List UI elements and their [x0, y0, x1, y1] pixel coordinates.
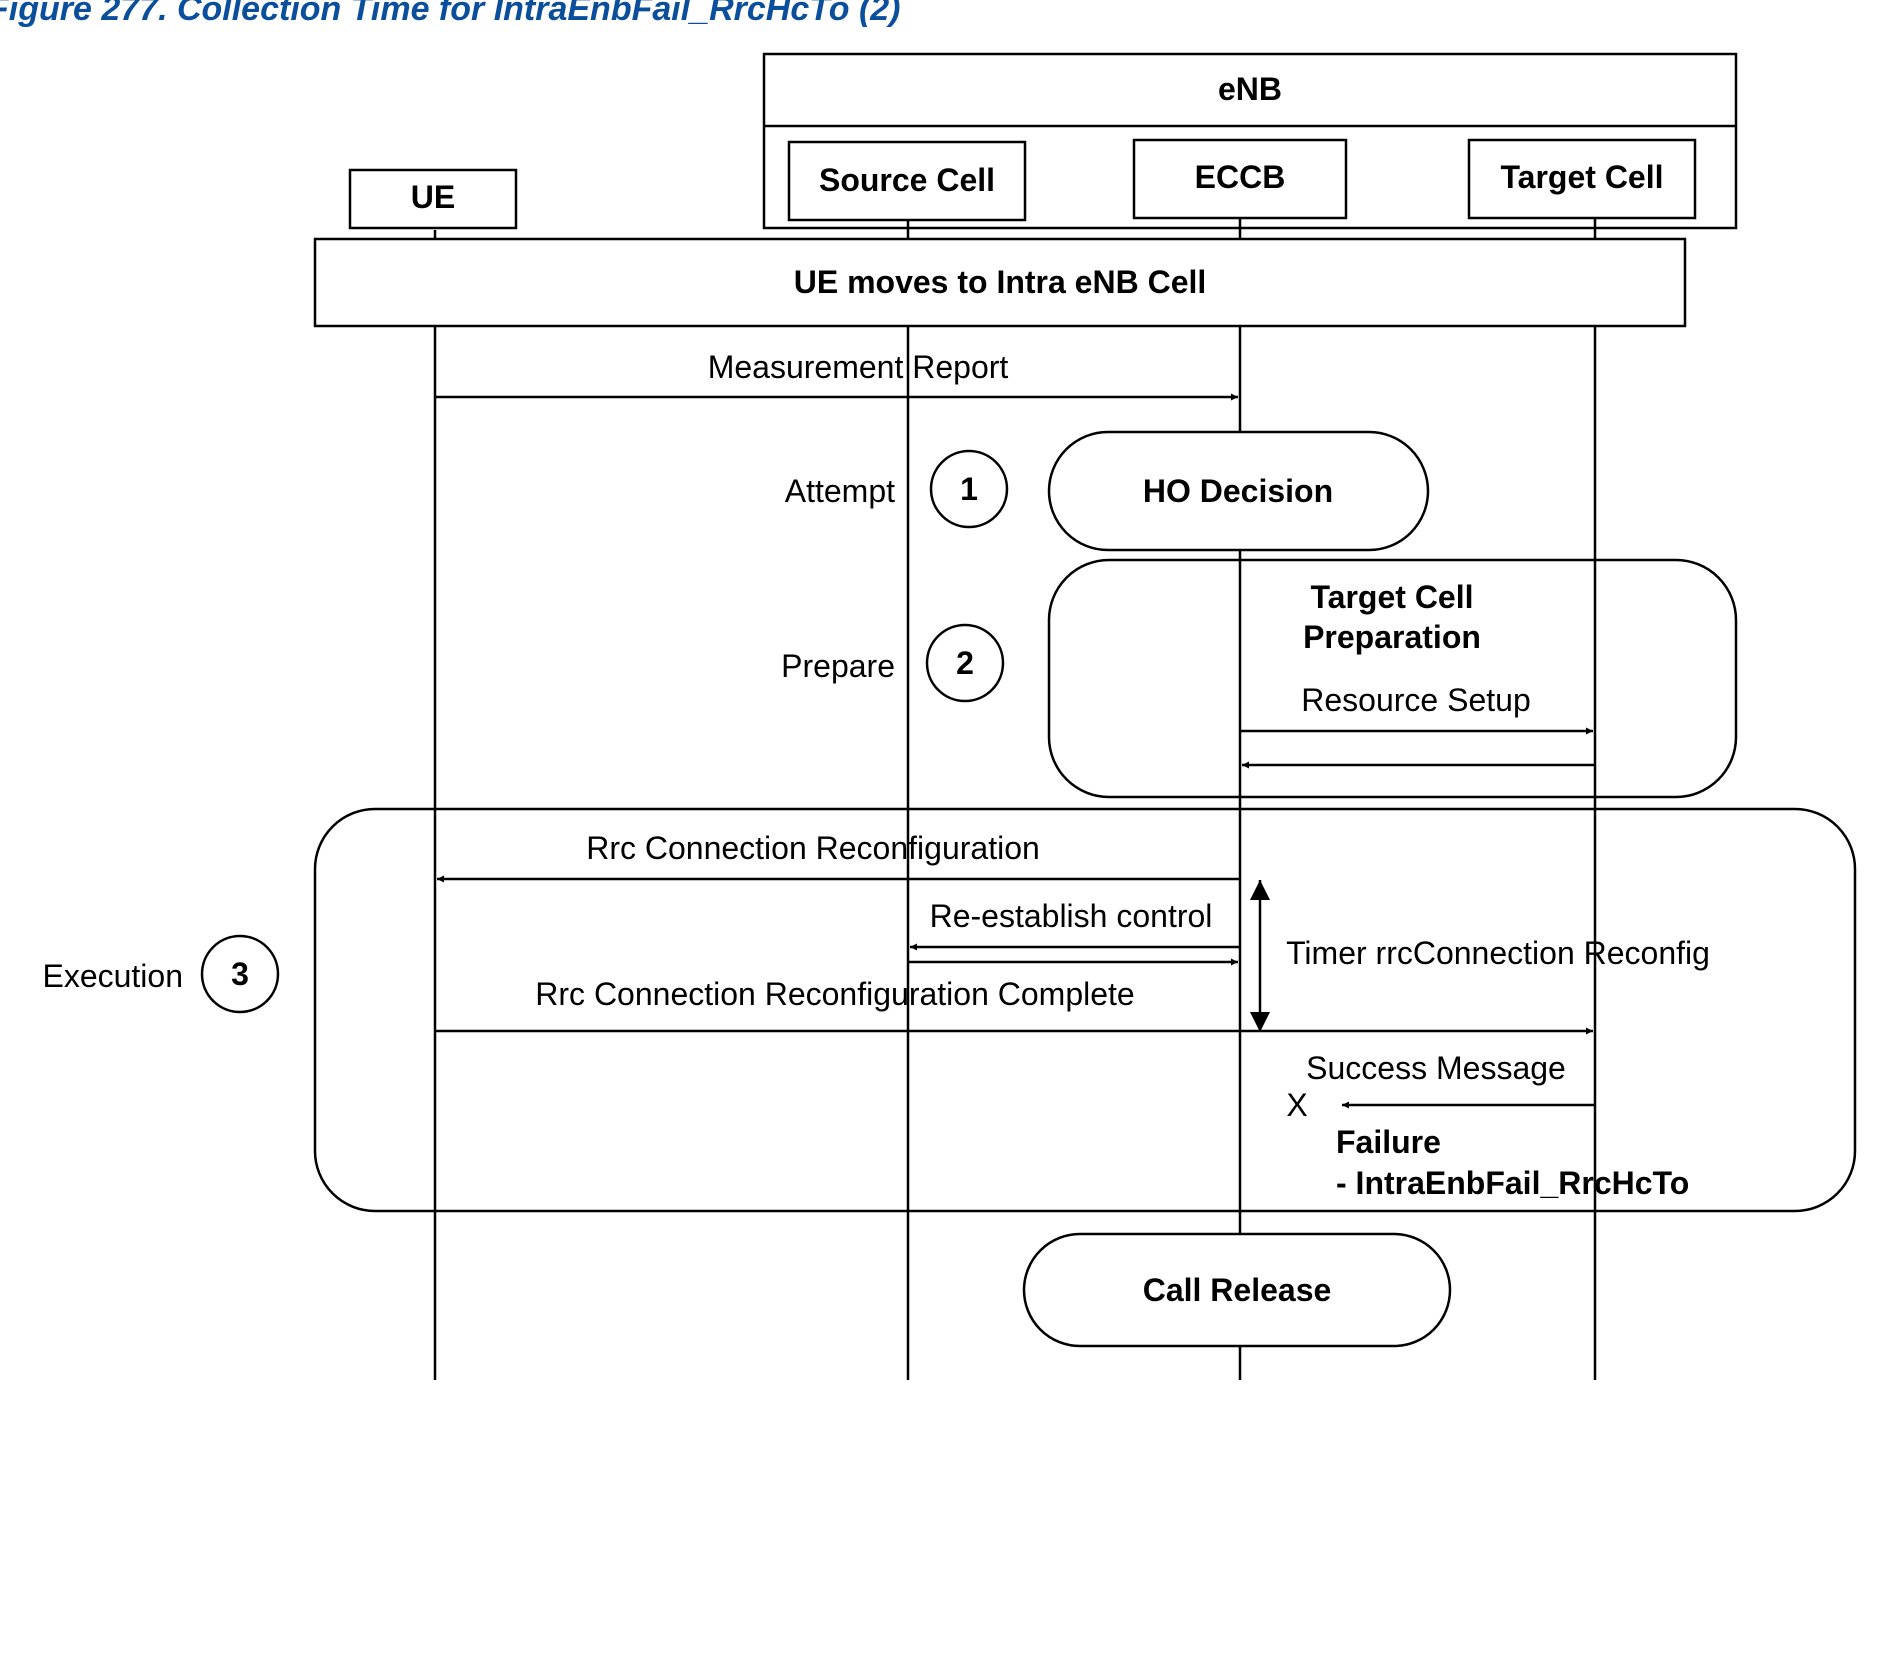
source-cell-box: [787, 140, 1027, 222]
rrc-reconfig-complete-label: Rrc Connection Reconfiguration Complete: [535, 976, 1134, 1012]
rrc-reconfig-label: Rrc Connection Reconfiguration: [586, 830, 1040, 866]
step-2-number: 2: [956, 645, 974, 681]
resource-setup-label: Resource Setup: [1301, 682, 1530, 718]
failure-label-1: Failure: [1336, 1124, 1441, 1160]
execution-label: Execution: [42, 958, 183, 994]
call-release-box: [1022, 1232, 1452, 1348]
measurement-report-label: Measurement Report: [708, 349, 1009, 385]
attempt-label: Attempt: [785, 473, 895, 509]
target-cell-preparation-box: [1047, 558, 1738, 799]
timer-label: Timer rrcConnection Reconfig: [1286, 935, 1710, 971]
failure-label-2: - IntraEnbFail_RrcHcTo: [1336, 1165, 1689, 1201]
enb-label: eNB: [1218, 71, 1282, 107]
target-cell-label: Target Cell: [1501, 159, 1664, 195]
target-cell-box: [1467, 138, 1697, 220]
step-2-circle: [925, 623, 1005, 703]
figure-title: Figure 277. Collection Time for IntraEnb…: [0, 0, 901, 28]
source-cell-label: Source Cell: [819, 162, 995, 198]
ue-moves-label: UE moves to Intra eNB Cell: [794, 264, 1207, 300]
ue-label: UE: [411, 179, 455, 215]
enb-frame: [762, 52, 1738, 230]
failure-x-mark: X: [1286, 1087, 1307, 1123]
reestablish-label: Re-establish control: [930, 898, 1213, 934]
step-3-circle: [200, 934, 280, 1014]
step-3-number: 3: [231, 956, 249, 992]
ho-decision-label: HO Decision: [1143, 473, 1333, 509]
target-cell-preparation-title-2: Preparation: [1303, 619, 1481, 655]
step-1-number: 1: [960, 471, 978, 507]
execution-box: [313, 807, 1857, 1213]
step-1-circle: [929, 449, 1009, 529]
ue-moves-box: [313, 237, 1687, 328]
success-message-label: Success Message: [1306, 1050, 1566, 1086]
ue-box: [348, 168, 518, 230]
eccb-label: ECCB: [1195, 159, 1286, 195]
call-release-label: Call Release: [1143, 1272, 1332, 1308]
eccb-box: [1132, 138, 1348, 220]
ho-decision-box: [1047, 430, 1430, 552]
prepare-label: Prepare: [781, 648, 895, 684]
target-cell-preparation-title-1: Target Cell: [1311, 579, 1474, 615]
